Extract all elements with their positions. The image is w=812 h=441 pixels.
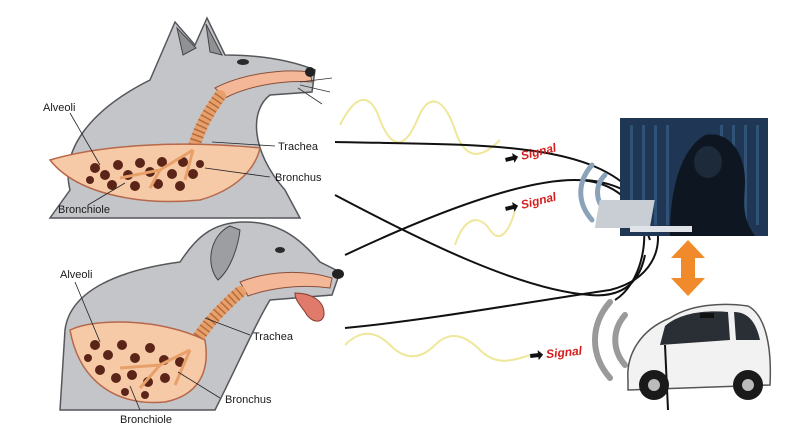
wolf-respiratory-illustration: Alveoli Trachea Bronchus Bronchiole — [43, 16, 333, 219]
hacker-figure — [594, 118, 768, 236]
signal-arrow-icon — [505, 153, 519, 163]
wifi-icon — [592, 299, 628, 381]
wolf-whiskers — [297, 77, 333, 105]
dog-tongue — [294, 292, 325, 322]
wolf-label-bronchus: Bronchus — [275, 172, 322, 184]
signal-label: Signal — [519, 189, 558, 211]
signal-label: Signal — [519, 140, 558, 162]
wolf-nasal-passage — [214, 70, 313, 99]
dog-lung — [69, 321, 207, 404]
wolf-alveoli-cluster — [86, 157, 204, 191]
wolf-ear — [176, 26, 197, 56]
signal-label-group: Signal Signal Signal — [505, 140, 583, 362]
signal-wave — [454, 209, 516, 246]
connection-line — [334, 141, 646, 301]
dog-nasal-passage — [239, 271, 333, 297]
wolf-label-alveoli: Alveoli — [43, 102, 75, 114]
car-body — [627, 303, 772, 391]
dog-alveoli-cluster — [84, 340, 185, 399]
wolf-lung — [48, 143, 261, 203]
wolf-ear — [205, 23, 223, 56]
dog-nose — [332, 269, 344, 279]
signal-arrow-icon — [505, 202, 519, 212]
signal-label: Signal — [545, 344, 583, 362]
car-window — [660, 311, 730, 345]
dog-ear — [210, 225, 241, 281]
dog-respiratory-illustration: Alveoli Trachea Bronchus Bronchiole — [59, 221, 344, 426]
wolf-bronchi — [119, 148, 195, 189]
wolf-nose — [305, 67, 315, 77]
signal-waves — [339, 98, 531, 362]
dog-label-bronchus: Bronchus — [225, 394, 272, 406]
hooded-figure — [670, 134, 755, 236]
dog-label-alveoli: Alveoli — [60, 269, 92, 281]
signal-wave — [339, 98, 501, 155]
wolf-label-trachea: Trachea — [278, 141, 319, 153]
signal-wave — [344, 332, 531, 362]
car-window — [734, 312, 760, 340]
double-arrow-icon — [671, 240, 705, 296]
dog-bronchi — [119, 348, 192, 389]
wolf-eye — [237, 59, 249, 65]
dog-label-bronchiole: Bronchiole — [120, 414, 172, 426]
wolf-label-bronchiole: Bronchiole — [58, 204, 110, 216]
laptop — [594, 200, 655, 228]
dog-label-trachea: Trachea — [253, 331, 294, 343]
dog-eye — [275, 247, 285, 253]
signal-arrow-icon — [530, 350, 544, 361]
car-figure — [627, 303, 772, 411]
